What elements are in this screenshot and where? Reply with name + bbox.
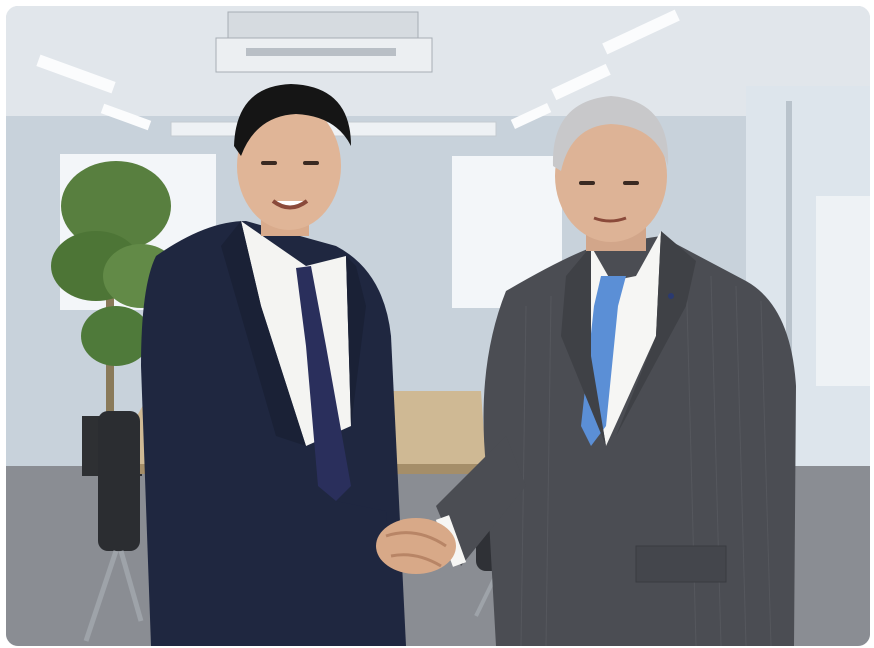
ceiling-light-icon: [602, 9, 680, 55]
ceiling: [6, 6, 870, 116]
ceiling-light-icon: [510, 103, 552, 129]
photo-frame: [6, 6, 870, 646]
face-right: [555, 110, 667, 242]
door-frame: [786, 101, 792, 521]
ceiling-light-icon: [100, 103, 152, 131]
ceiling-light-icon: [551, 63, 611, 101]
handshake-icon: [336, 436, 526, 574]
photo-illustration: [6, 6, 870, 646]
face-left: [237, 102, 341, 230]
whiteboard: [816, 196, 870, 386]
office-chair-icon: [83, 411, 144, 642]
tie-left: [296, 266, 351, 501]
person-right: [483, 96, 796, 646]
ceiling-light-icon: [36, 54, 116, 94]
